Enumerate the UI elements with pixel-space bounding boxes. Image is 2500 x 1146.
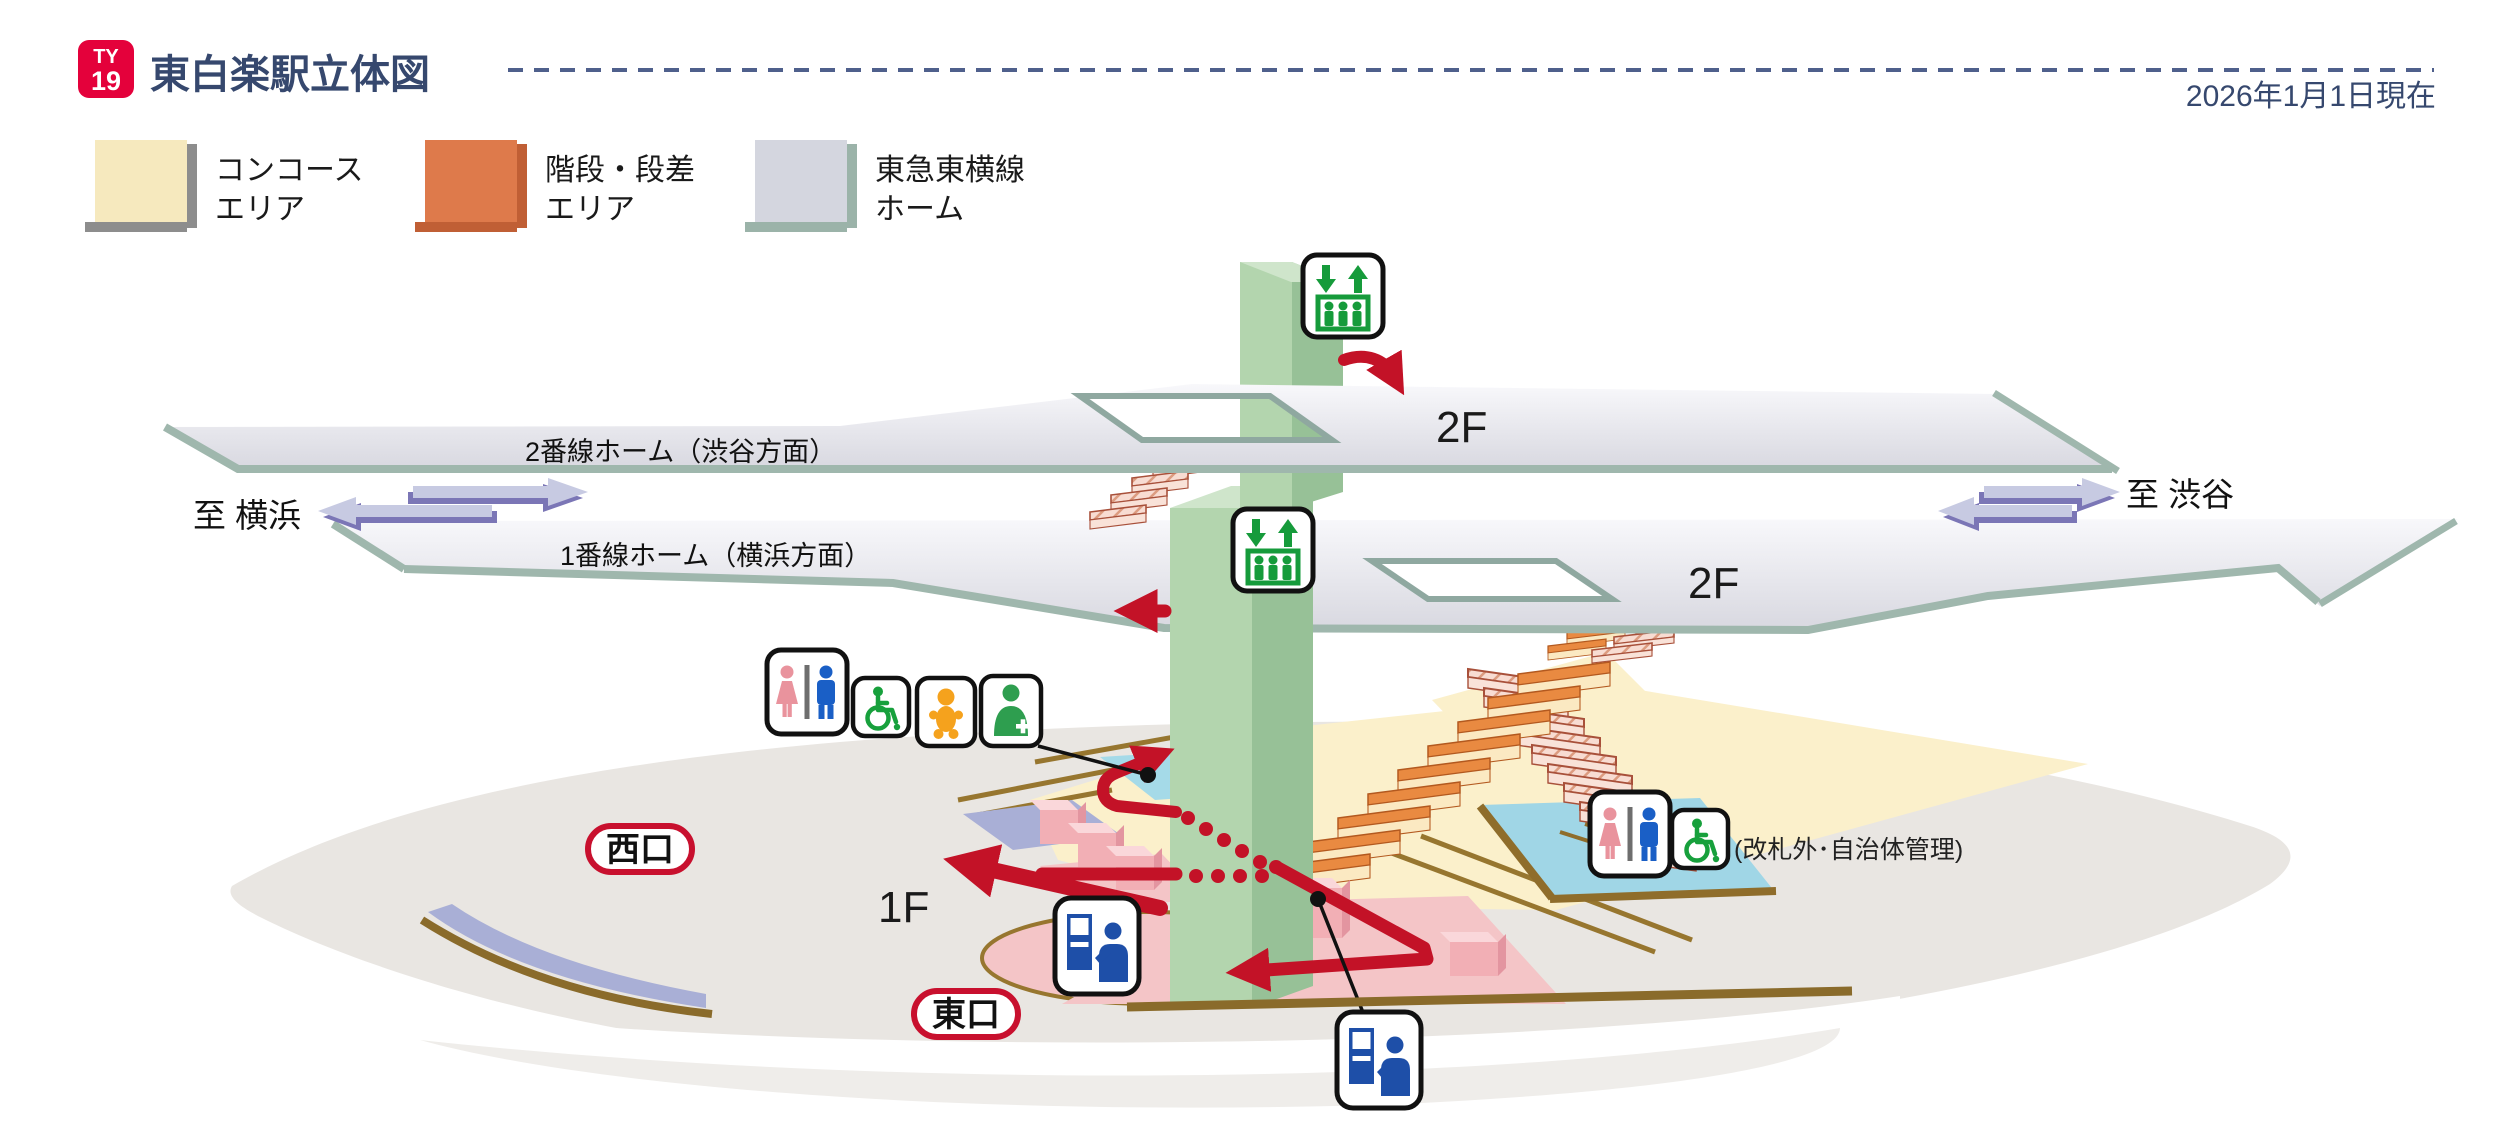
page-title: 東白楽駅立体図: [150, 53, 430, 97]
legend-swatch-stairs: [425, 140, 517, 222]
line-badge: [78, 40, 134, 98]
east-exit-pill: 東口: [911, 988, 1021, 1040]
stair-step: [1040, 810, 1078, 844]
stairs-orange-main: [1277, 661, 1611, 891]
platform-1-floor-label: 2F: [1688, 559, 1739, 608]
restroom-icon: [767, 650, 847, 734]
stair-step: [1450, 942, 1498, 976]
route-dotted: [1181, 811, 1283, 883]
stair-step: [1068, 823, 1116, 833]
track-arrows: 至 横浜 至 渋谷: [193, 476, 2234, 534]
platform-1-label: 1番線ホーム（横浜方面）: [560, 541, 871, 571]
baby-care-icon: [917, 678, 975, 746]
route-arrow-2f-top: [1338, 349, 1405, 396]
track-arrow-left-east: [1938, 497, 2077, 531]
route-chevron-toilet: [1097, 745, 1182, 818]
direction-yokohama-label: 至 横浜: [193, 497, 301, 534]
date-note: 2026年1月1日現在: [2186, 80, 2436, 113]
platform-2-deck: [165, 384, 2118, 469]
west-exit-pill: 西口: [585, 823, 695, 875]
stair-step: [1440, 932, 1498, 942]
line-badge-code: TY: [93, 46, 119, 68]
legend-label: エリア: [215, 193, 305, 226]
west-wall-strip: [428, 904, 706, 1008]
track-arrow-left-west: [318, 497, 497, 531]
track-arrow-right-east: [1979, 478, 2120, 512]
header: TY 19 東白楽駅立体図 2026年1月1日現在: [78, 40, 2436, 113]
legend-swatch-platform: [755, 140, 847, 222]
ticket-machine-icon: [1337, 1012, 1421, 1108]
stair-step: [1078, 833, 1116, 867]
legend-item-stairs: 階段・段差 エリア: [415, 140, 695, 232]
legend-swatch-concourse: [95, 140, 187, 222]
outside-gate-note: (改札外･自治体管理): [1734, 836, 1963, 864]
leader-dot-gate: [1310, 891, 1326, 907]
stair-step: [1591, 649, 1653, 664]
leader-lines: [1037, 744, 1364, 1011]
care-room-icon: [981, 676, 1041, 746]
elevator-icon: [1303, 255, 1383, 337]
track-arrow-right-west: [408, 478, 588, 512]
wheelchair-accessible-icon: [1672, 810, 1728, 868]
platform-2-label: 2番線ホーム（渋谷方面）: [525, 437, 836, 467]
platform-2: 2番線ホーム（渋谷方面） 2F: [163, 384, 2120, 474]
floor-1f-label: 1F: [878, 883, 929, 932]
wheelchair-accessible-icon: [853, 678, 909, 736]
legend-label: 東急東横線: [875, 154, 1025, 187]
legend-label: コンコース: [215, 154, 364, 187]
legend-label: ホーム: [875, 193, 964, 226]
line-badge-number: 19: [91, 66, 121, 96]
stair-step: [1498, 934, 1506, 976]
elevator-icon: [1233, 509, 1313, 591]
toilet-edge: [1476, 803, 1556, 901]
route-arrow-east-exit: [1225, 861, 1434, 992]
west-wall-edge: [419, 916, 713, 1018]
ground-baseline: [1126, 986, 1853, 1012]
legend: コンコース エリア 階段・段差 エリア 東急東横線 ホーム: [85, 140, 1025, 232]
leader-dot-toilet: [1140, 767, 1156, 783]
stair-step: [1106, 846, 1154, 856]
street-lower-band: [420, 1028, 1840, 1108]
stair-step: [1030, 800, 1078, 810]
east-exit-label: 東口: [932, 996, 1000, 1034]
platform-1-deck: [333, 519, 2458, 630]
legend-label: エリア: [545, 193, 635, 226]
direction-shibuya-label: 至 渋谷: [2126, 476, 2234, 513]
platform-1: 1番線ホーム（横浜方面） 2F: [330, 518, 2458, 635]
toilet-edge: [1549, 887, 1777, 903]
legend-item-platform: 東急東横線 ホーム: [745, 140, 1025, 232]
legend-label: 階段・段差: [545, 154, 695, 187]
restroom-icon: [1590, 792, 1670, 876]
stair-step: [1089, 512, 1147, 530]
platform-2-floor-label: 2F: [1436, 403, 1487, 452]
west-exit-label: 西口: [606, 831, 674, 869]
ticket-machine-icon: [1055, 898, 1139, 994]
legend-item-concourse: コンコース エリア: [85, 140, 364, 232]
